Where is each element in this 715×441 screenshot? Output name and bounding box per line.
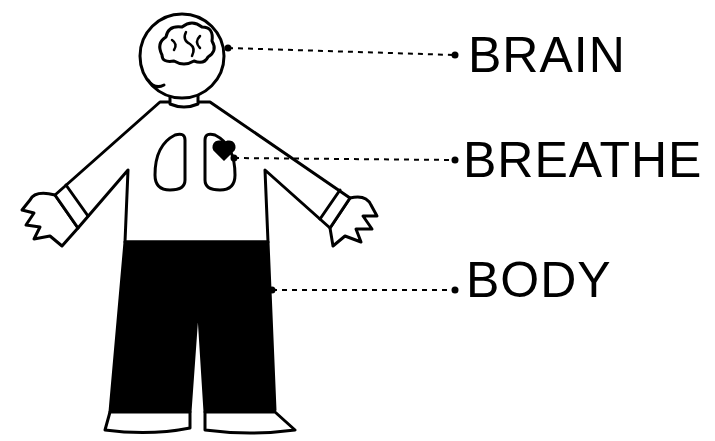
leader-dot [231,155,238,162]
smile [148,80,164,87]
part-label: BREATHE [463,135,702,185]
left-lung [155,134,185,190]
head [140,14,224,98]
shirt [55,102,350,242]
leader-dot [452,287,459,294]
part-label: BRAIN [468,30,626,80]
leader-line [234,158,455,160]
leader-dot [225,45,232,52]
part-label: BODY [466,255,612,305]
leader-dot [452,157,459,164]
pants [110,242,275,412]
right-lung [205,134,235,190]
right-shoe [205,412,295,433]
leader-dot [269,287,276,294]
brain-folds [172,32,200,56]
leader-line [228,48,455,55]
left-shoe [105,412,190,433]
leader-dot [452,52,459,59]
leader-line [272,289,455,291]
right-cuff [320,190,340,219]
brain [160,23,215,64]
left-cuff [66,185,88,216]
